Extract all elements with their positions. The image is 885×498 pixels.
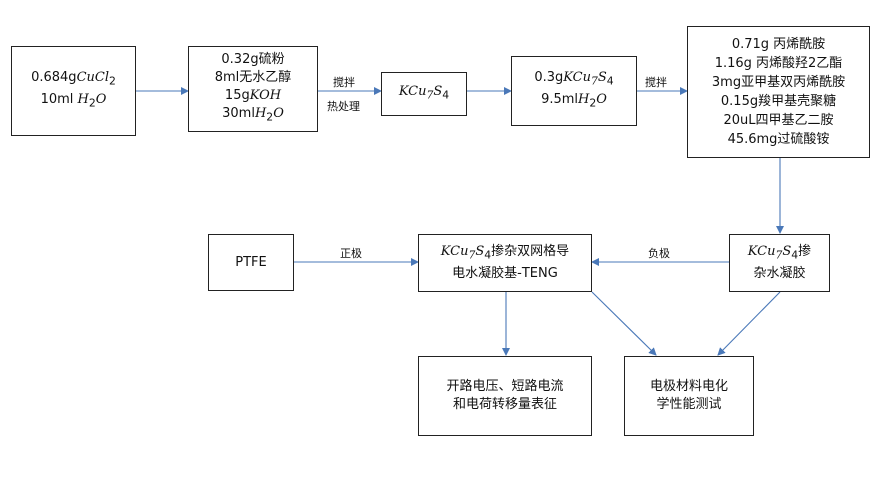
label-stir-2: 搅拌	[645, 76, 667, 89]
reagents-box: 0.32g硫粉 8ml无水乙醇 15gKOH 30mlH2O	[188, 46, 318, 132]
label-stir-1: 搅拌	[333, 76, 355, 89]
monomers-box: 0.71g 丙烯酰胺 1.16g 丙烯酸羟2乙酯 3mg亚甲基双丙烯酰胺 0.1…	[687, 26, 870, 158]
label-negative-electrode: 负极	[648, 247, 670, 260]
dispersion-box: 0.3gKCu7S4 9.5mlH2O	[511, 56, 637, 126]
label-positive-electrode: 正极	[340, 247, 362, 260]
output-voltage-current-box: 开路电压、短路电流 和电荷转移量表征	[418, 356, 592, 436]
ptfe-box: PTFE	[208, 234, 294, 291]
label-heat-treatment: 热处理	[327, 100, 360, 113]
cucl2-box: 0.684gCuCl2 10ml H2O	[11, 46, 136, 136]
arrow-hydrogel-to-output2	[717, 291, 781, 356]
arrow-teng-to-output2	[591, 291, 657, 356]
kcu7s4-box: KCu7S4	[381, 72, 467, 116]
teng-box: KCu7S4掺杂双网格导 电水凝胶基-TENG	[418, 234, 592, 292]
hydrogel-box: KCu7S4掺 杂水凝胶	[729, 234, 830, 292]
output-electrochemical-test-box: 电极材料电化 学性能测试	[624, 356, 754, 436]
